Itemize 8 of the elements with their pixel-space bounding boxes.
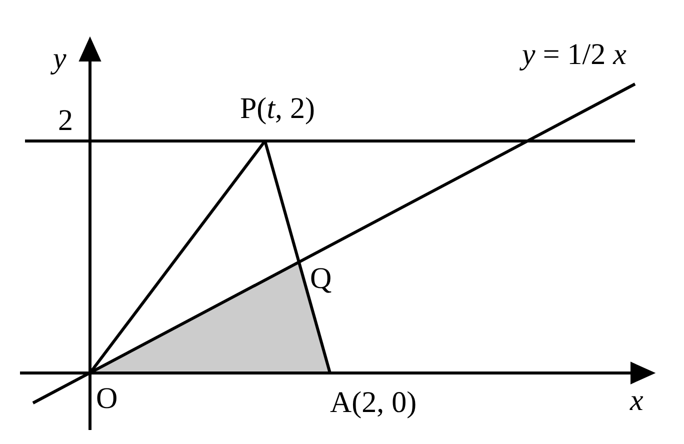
point-label: O (96, 382, 118, 416)
axis-label: x (630, 384, 644, 418)
line-equation: y = 1/2 x (522, 38, 626, 72)
tick-label: 2 (58, 104, 73, 138)
point-label: Q (310, 262, 332, 296)
point-label: A(2, 0) (330, 386, 417, 420)
axis-label: y (53, 42, 66, 76)
point-label: P(t, 2) (240, 92, 316, 126)
